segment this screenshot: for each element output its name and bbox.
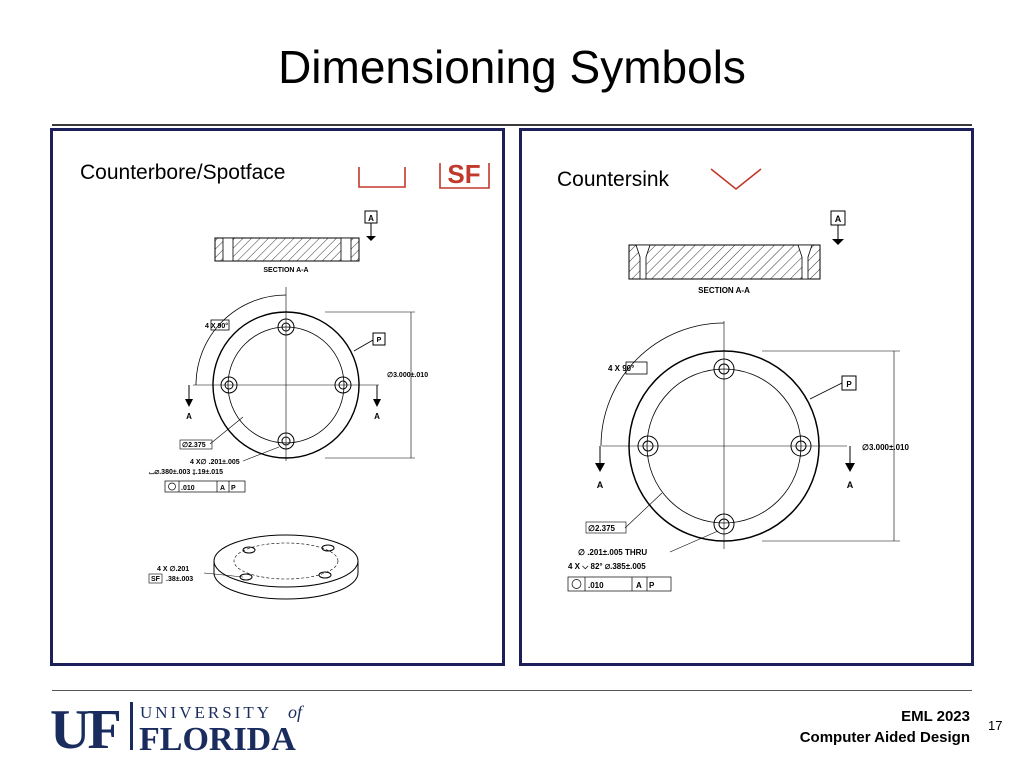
sf-symbol-text: SF bbox=[447, 159, 480, 189]
hole-note-2: ⌴∅.380±.003 ↧.19±.015 bbox=[149, 469, 223, 476]
diameter-dimension: ∅3.000±.010 bbox=[387, 371, 428, 379]
svg-text:.010: .010 bbox=[588, 581, 604, 590]
uf-logo-of: of bbox=[288, 702, 305, 722]
bolt-hole-right bbox=[334, 376, 352, 394]
angle-note: 4 X 90° bbox=[205, 322, 228, 330]
bolt-hole-right bbox=[790, 435, 812, 457]
profile-symbol: P bbox=[846, 380, 852, 389]
iso-note-2: .38±.003 bbox=[166, 576, 193, 583]
feature-control-frame: .010 A P bbox=[164, 480, 246, 493]
footer-divider bbox=[52, 690, 972, 691]
course-code: EML 2023 bbox=[901, 708, 970, 725]
counterbore-symbol-icon bbox=[358, 167, 406, 188]
svg-text:A: A bbox=[220, 485, 225, 492]
svg-text:P: P bbox=[231, 485, 236, 492]
svg-text:SF: SF bbox=[151, 576, 161, 583]
datum-a-label: A bbox=[368, 214, 374, 223]
bolt-hole-bottom bbox=[277, 432, 295, 450]
uf-logo-university: UNIVERSITY bbox=[140, 703, 272, 722]
bolt-hole-top bbox=[277, 318, 295, 336]
diameter-dimension: ∅3.000±.010 bbox=[862, 443, 910, 452]
section-label: SECTION A-A bbox=[263, 267, 308, 274]
profile-symbol: P bbox=[377, 337, 382, 344]
counterbore-label: Counterbore/Spotface bbox=[80, 161, 286, 184]
countersink-label: Countersink bbox=[557, 168, 670, 191]
countersink-drawing: A SECTION A-A 4 X 90° P ∅3.000±.010 bbox=[567, 210, 910, 592]
feature-control-frame: .010 A P bbox=[567, 576, 672, 592]
iso-note-1: 4 X ∅.201 bbox=[157, 565, 189, 573]
cut-label-left: A bbox=[186, 412, 192, 421]
title-divider bbox=[52, 124, 972, 126]
countersink-panel: Countersink A SECTION A-A bbox=[519, 128, 974, 666]
countersink-symbol-icon bbox=[710, 168, 762, 191]
uf-logo: UF UNIVERSITY of FLORIDA bbox=[50, 699, 305, 754]
counterbore-drawing: A SECTION A-A 4 X 90° P bbox=[148, 210, 428, 600]
hole-note-1: 4 X∅ .201±.005 bbox=[190, 458, 240, 466]
page-number: 17 bbox=[988, 718, 1003, 733]
bolt-hole-bottom bbox=[713, 513, 735, 535]
uf-logo-florida: FLORIDA bbox=[139, 721, 296, 754]
svg-text:P: P bbox=[649, 581, 655, 590]
cut-label-right: A bbox=[374, 412, 380, 421]
hole-note-1: ∅ .201±.005 THRU bbox=[578, 548, 647, 557]
bolt-hole-left bbox=[220, 376, 238, 394]
cut-label-left: A bbox=[597, 480, 604, 490]
spotface-symbol-icon: SF bbox=[439, 159, 490, 189]
bolt-hole-top bbox=[713, 358, 735, 380]
svg-text:A: A bbox=[636, 581, 642, 590]
bolt-hole-left bbox=[637, 435, 659, 457]
course-info: EML 2023 Computer Aided Design bbox=[800, 706, 970, 748]
bolt-circle-dim: ∅2.375 bbox=[588, 524, 616, 533]
cut-label-right: A bbox=[847, 480, 854, 490]
bolt-circle-dim: ∅2.375 bbox=[182, 441, 206, 449]
hole-note-2: 4 X ⌵ 82° ∅.385±.005 bbox=[568, 562, 646, 571]
slide-title: Dimensioning Symbols bbox=[278, 41, 746, 93]
counterbore-panel: Counterbore/Spotface SF A SECTION A-A bbox=[50, 128, 505, 666]
angle-note: 4 X 90° bbox=[608, 364, 634, 373]
uf-logo-mark: UF bbox=[50, 699, 119, 754]
svg-text:.010: .010 bbox=[181, 485, 195, 492]
course-name: Computer Aided Design bbox=[799, 729, 970, 746]
section-label: SECTION A-A bbox=[698, 286, 750, 295]
datum-a-label: A bbox=[835, 214, 842, 224]
